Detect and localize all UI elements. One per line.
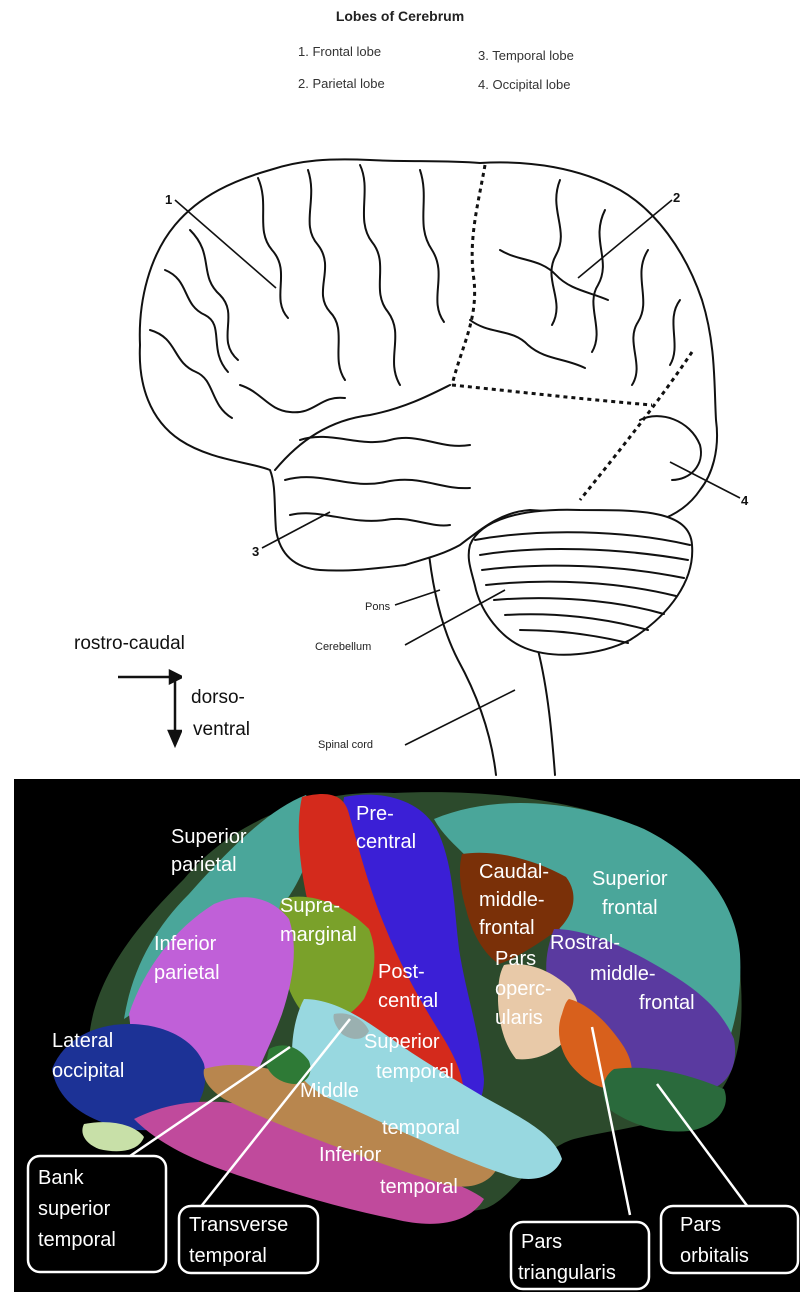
callout-bank-superior-temporal-1: Bank [38,1167,85,1189]
pointer-line-spinal-cord [405,690,515,745]
marker-2: 2 [673,190,680,205]
marker-4: 4 [741,493,749,508]
label-precentral-1: Pre- [356,803,394,825]
label-lateral-occipital-1: Lateral [52,1030,113,1052]
label-postcentral-2: central [378,990,438,1012]
label-inferior-temporal-1: Inferior [319,1144,382,1166]
label-superior-parietal-2: parietal [171,854,237,876]
legend-item-temporal: 3. Temporal lobe [478,48,574,63]
label-postcentral-1: Post- [378,961,425,983]
label-caudal-middle-frontal-3: frontal [479,917,535,939]
callout-pars-triangularis-2: triangularis [518,1262,616,1284]
orientation-arrows [112,665,182,750]
label-spinal-cord: Spinal cord [318,739,373,751]
label-cerebellum: Cerebellum [315,641,371,653]
label-precentral-2: central [356,831,416,853]
legend-item-occipital: 4. Occipital lobe [478,77,571,92]
label-superior-temporal-1: Superior [364,1031,440,1053]
callout-pars-orbitalis-2: orbitalis [680,1245,749,1267]
label-inferior-parietal-1: Inferior [154,933,217,955]
parcellation-diagram: Superior parietal Pre- central Caudal- m… [14,779,800,1292]
legend-item-frontal: 1. Frontal lobe [298,44,381,59]
label-superior-parietal-1: Superior [171,826,247,848]
label-middle-temporal-1: Middle [300,1080,359,1102]
dorso-label: dorso- [191,687,245,709]
label-lateral-occipital-2: occipital [52,1060,124,1082]
label-pons: Pons [365,601,391,613]
callout-transverse-temporal-1: Transverse [189,1214,288,1236]
vertical-arrowhead [169,731,181,745]
label-pars-opercularis-1: Pars [495,948,536,970]
label-pars-opercularis-2: operc- [495,978,552,1000]
label-middle-temporal-2: temporal [382,1117,460,1139]
label-superior-frontal-2: frontal [602,897,658,919]
label-supramarginal-2: marginal [280,924,357,946]
label-caudal-middle-frontal-1: Caudal- [479,861,549,883]
label-inferior-parietal-2: parietal [154,962,220,984]
label-supramarginal-1: Supra- [280,895,340,917]
callout-pars-triangularis-1: Pars [521,1231,562,1253]
callout-transverse-temporal-2: temporal [189,1245,267,1267]
label-rostral-middle-frontal-1: Rostral- [550,932,620,954]
label-superior-frontal-1: Superior [592,868,668,890]
callout-bank-superior-temporal-2: superior [38,1198,111,1220]
parcellation-panel: Superior parietal Pre- central Caudal- m… [14,779,800,1292]
cerebrum-outline [140,159,717,570]
label-rostral-middle-frontal-3: frontal [639,992,695,1014]
rostro-caudal-label: rostro-caudal [74,633,185,655]
label-superior-temporal-2: temporal [376,1061,454,1083]
label-pars-opercularis-3: ularis [495,1007,543,1029]
marker-1: 1 [165,192,172,207]
callout-bank-superior-temporal-3: temporal [38,1229,116,1251]
legend-title: Lobes of Cerebrum [0,8,800,24]
label-caudal-middle-frontal-2: middle- [479,889,545,911]
pointer-line-pons [395,590,440,605]
legend-item-parietal: 2. Parietal lobe [298,76,385,91]
callout-pars-orbitalis-1: Pars [680,1214,721,1236]
label-rostral-middle-frontal-2: middle- [590,963,656,985]
ventral-label: ventral [193,719,250,741]
marker-3: 3 [252,544,259,559]
label-inferior-temporal-2: temporal [380,1176,458,1198]
